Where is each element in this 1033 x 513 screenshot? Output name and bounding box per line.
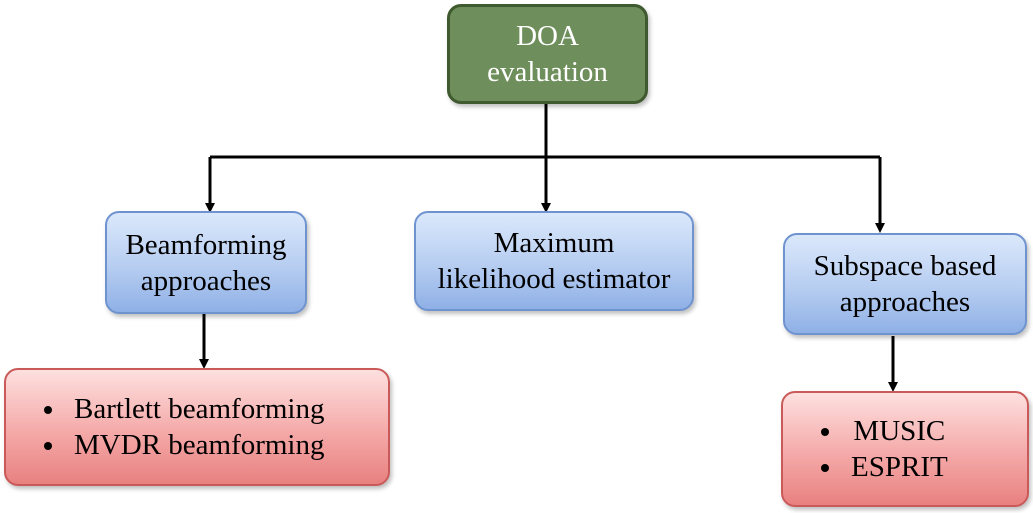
subspace-approaches-node: Subspace based approaches (783, 233, 1027, 335)
list-item: ESPRIT (817, 449, 948, 485)
ml-line-2: likelihood estimator (437, 263, 671, 295)
list-item: MVDR beamforming (40, 427, 325, 463)
beamforming-methods-list: Bartlett beamforming MVDR beamforming (40, 391, 325, 463)
maximum-likelihood-node: Maximum likelihood estimator (414, 211, 694, 311)
subspace-line-2: approaches (839, 286, 971, 318)
doa-evaluation-node: DOA evaluation (447, 4, 648, 104)
doa-evaluation-line-1: DOA (516, 20, 579, 52)
beamforming-line-2: approaches (140, 264, 272, 297)
list-item: MUSIC (817, 413, 948, 449)
beamforming-approaches-node: Beamforming approaches (105, 211, 307, 314)
doa-evaluation-line-2: evaluation (487, 56, 608, 88)
ml-line-1: Maximum (493, 227, 615, 259)
beamforming-line-1: Beamforming (125, 228, 287, 261)
subspace-methods-list: MUSIC ESPRIT (817, 413, 948, 485)
subspace-line-1: Subspace based (813, 250, 997, 282)
subspace-methods-node: MUSIC ESPRIT (781, 391, 1029, 507)
beamforming-methods-node: Bartlett beamforming MVDR beamforming (4, 368, 390, 486)
list-item: Bartlett beamforming (40, 391, 325, 427)
